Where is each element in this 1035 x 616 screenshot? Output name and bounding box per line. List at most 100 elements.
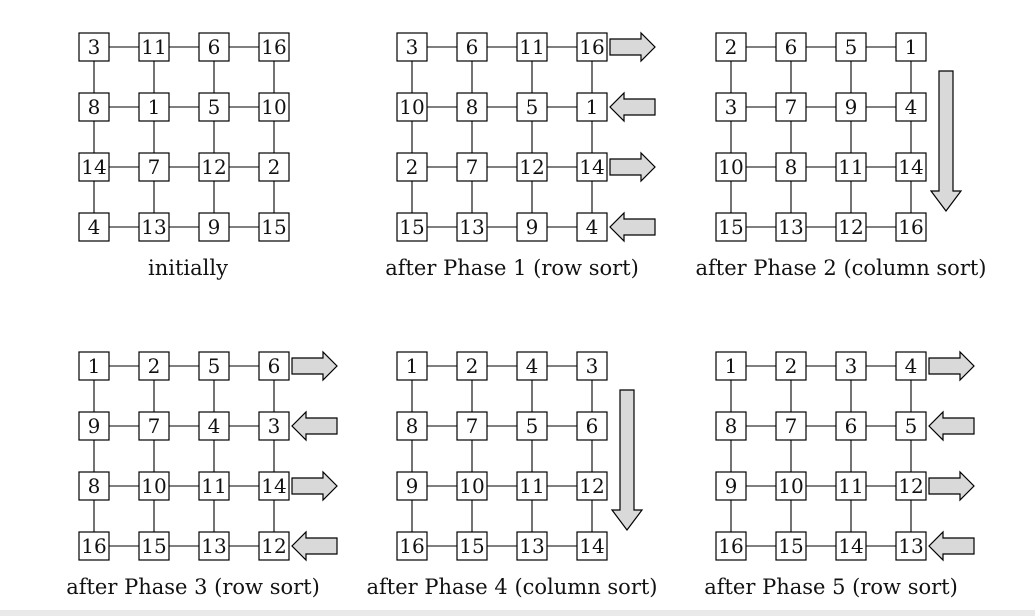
cell-box <box>516 471 548 501</box>
arrow-right-icon <box>928 350 975 382</box>
cell-value: 15 <box>718 215 743 239</box>
cell-value: 4 <box>208 414 221 438</box>
mesh-cell: 12 <box>895 471 927 501</box>
cell-box <box>396 351 428 381</box>
cell-box <box>456 471 488 501</box>
mesh-cell: 6 <box>576 411 608 441</box>
cell-box <box>78 531 110 561</box>
mesh-cell: 1 <box>715 351 747 381</box>
cell-value: 4 <box>905 95 918 119</box>
cell-box <box>835 92 867 122</box>
mesh-cell: 7 <box>138 411 170 441</box>
cell-value: 15 <box>261 215 286 239</box>
cell-value: 15 <box>459 534 484 558</box>
cell-box <box>198 92 230 122</box>
arrow-left-icon <box>291 410 338 442</box>
mesh-cell: 9 <box>198 212 230 242</box>
mesh-cell: 15 <box>715 212 747 242</box>
cell-box <box>396 32 428 62</box>
arrow-left-icon <box>291 530 338 562</box>
cell-box <box>138 92 170 122</box>
cell-box <box>78 351 110 381</box>
cell-box <box>576 471 608 501</box>
cell-value: 2 <box>148 354 161 378</box>
cell-box <box>456 92 488 122</box>
cell-value: 1 <box>725 354 738 378</box>
cell-value: 9 <box>845 95 858 119</box>
cell-value: 5 <box>905 414 918 438</box>
mesh-cell: 12 <box>258 531 290 561</box>
cell-value: 4 <box>88 215 101 239</box>
mesh-cell: 10 <box>715 152 747 182</box>
mesh-cell: 3 <box>715 92 747 122</box>
cell-box <box>835 152 867 182</box>
cell-value: 16 <box>579 35 604 59</box>
cell-value: 11 <box>838 474 863 498</box>
cell-box <box>258 212 290 242</box>
cell-value: 7 <box>466 414 479 438</box>
cell-box <box>456 32 488 62</box>
mesh-cell: 13 <box>895 531 927 561</box>
cell-box <box>715 351 747 381</box>
cell-box <box>456 351 488 381</box>
arrow-right-icon <box>291 350 338 382</box>
cell-box <box>396 531 428 561</box>
cell-box <box>138 411 170 441</box>
cell-box <box>715 152 747 182</box>
cell-value: 13 <box>141 215 166 239</box>
arrow-left-icon <box>928 530 975 562</box>
cell-box <box>576 411 608 441</box>
cell-box <box>198 531 230 561</box>
cell-value: 8 <box>406 414 419 438</box>
mesh-cell: 1 <box>396 351 428 381</box>
mesh-cell: 4 <box>198 411 230 441</box>
mesh-cell: 12 <box>835 212 867 242</box>
cell-box <box>138 351 170 381</box>
mesh-cell: 2 <box>138 351 170 381</box>
cell-value: 8 <box>785 155 798 179</box>
arrow-right-icon <box>291 470 338 502</box>
cell-value: 16 <box>81 534 106 558</box>
mesh-cell: 6 <box>775 32 807 62</box>
mesh-cell: 14 <box>835 531 867 561</box>
cell-value: 16 <box>718 534 743 558</box>
cell-box <box>138 531 170 561</box>
mesh-cell: 6 <box>258 351 290 381</box>
cell-box <box>775 531 807 561</box>
cell-box <box>198 152 230 182</box>
mesh-cell: 9 <box>516 212 548 242</box>
cell-box <box>715 212 747 242</box>
mesh-cell: 13 <box>138 212 170 242</box>
cell-value: 2 <box>406 155 419 179</box>
mesh-edges <box>93 46 275 228</box>
mesh-cell: 1 <box>138 92 170 122</box>
cell-box <box>516 531 548 561</box>
cell-value: 15 <box>141 534 166 558</box>
mesh-cell: 6 <box>835 411 867 441</box>
mesh-cell: 13 <box>775 212 807 242</box>
mesh-cell: 15 <box>775 531 807 561</box>
cell-value: 10 <box>141 474 166 498</box>
mesh-cell: 8 <box>78 92 110 122</box>
mesh-cell: 9 <box>78 411 110 441</box>
cell-box <box>775 471 807 501</box>
cell-value: 8 <box>725 414 738 438</box>
mesh-cell: 7 <box>456 152 488 182</box>
cell-value: 15 <box>778 534 803 558</box>
arrow-left-icon <box>609 91 656 123</box>
cell-value: 11 <box>141 35 166 59</box>
mesh-cell: 11 <box>516 32 548 62</box>
cell-value: 13 <box>201 534 226 558</box>
cell-value: 1 <box>88 354 101 378</box>
cell-value: 10 <box>718 155 743 179</box>
cell-value: 7 <box>148 414 161 438</box>
cell-value: 10 <box>399 95 424 119</box>
cell-box <box>775 32 807 62</box>
cell-box <box>138 152 170 182</box>
cell-box <box>198 212 230 242</box>
mesh-edges <box>730 365 912 547</box>
